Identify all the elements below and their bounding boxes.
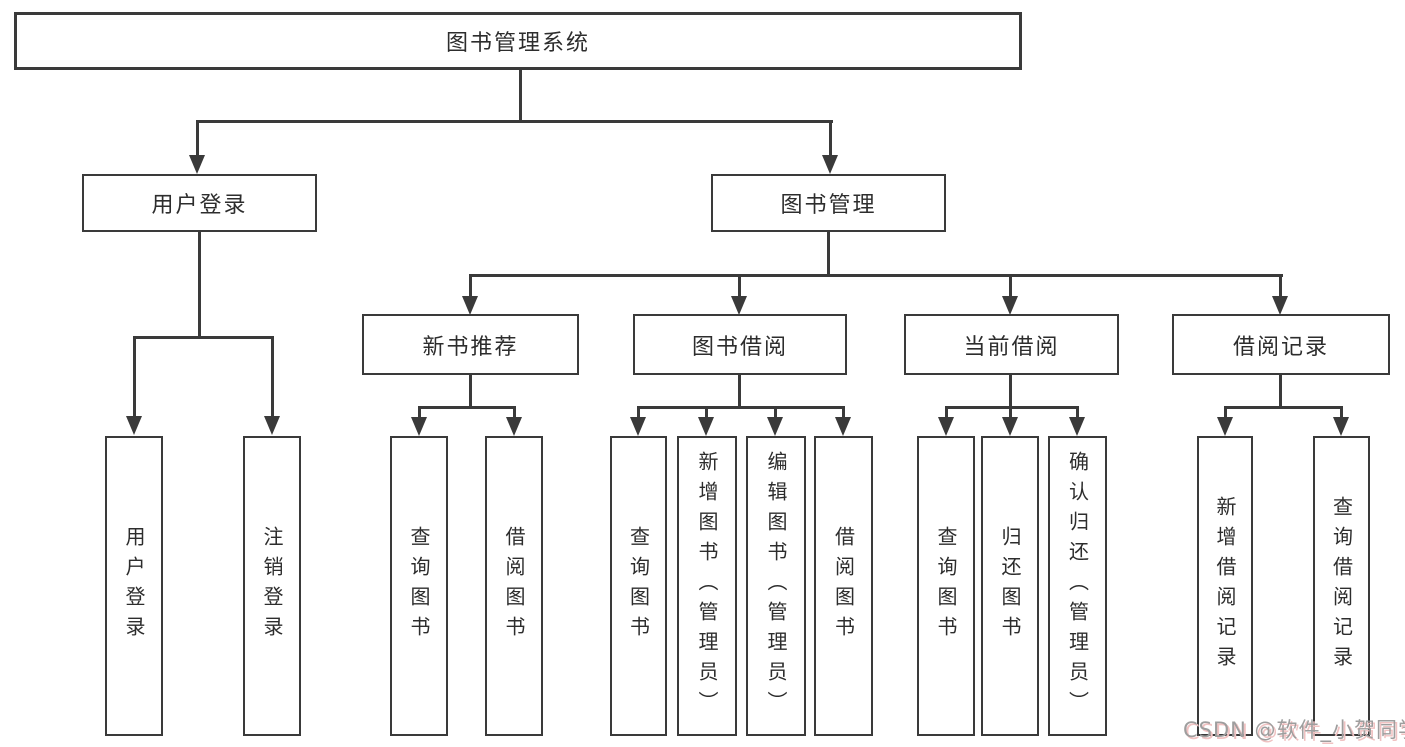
connector-borrow-stub — [738, 375, 741, 406]
arrow-down-icon — [1069, 417, 1085, 436]
connector-borrow-bar — [637, 406, 845, 409]
leaf-query-borrow-record: 查询借阅记录 — [1313, 436, 1370, 736]
connector-recommend-stem-2 — [513, 406, 516, 418]
arrow-down-icon — [126, 416, 142, 435]
node-borrow-records: 借阅记录 — [1172, 314, 1390, 375]
leaf-borrow-query-books-label: 查询图书 — [626, 526, 651, 646]
leaf-add-books-admin: 新增图书（管理员） — [677, 436, 737, 736]
connector-mgmt-stem-1 — [469, 274, 472, 298]
arrow-down-icon — [411, 417, 427, 436]
node-book-borrow-label: 图书借阅 — [691, 334, 788, 360]
arrow-down-icon — [731, 296, 747, 315]
leaf-borrow-books-label: 借阅图书 — [831, 526, 856, 646]
arrow-down-icon — [938, 417, 954, 436]
connector-root-stub — [519, 70, 522, 120]
leaf-logout: 注销登录 — [243, 436, 301, 736]
connector-root-right-stem — [829, 120, 832, 155]
node-current-borrow-label: 当前借阅 — [963, 334, 1060, 360]
leaf-recommend-query-books: 查询图书 — [390, 436, 448, 736]
leaf-recommend-borrow-books: 借阅图书 — [485, 436, 543, 736]
csdn-watermark: CSDN @软件_小贺同学 — [1183, 718, 1405, 742]
connector-mgmt-bar — [469, 274, 1283, 277]
connector-current-stem-3 — [1076, 406, 1079, 418]
connector-recommend-stem-1 — [418, 406, 421, 418]
connector-borrow-stem-1 — [637, 406, 640, 418]
connector-login-stem-1 — [133, 336, 136, 416]
connector-current-stem-2 — [1009, 406, 1012, 418]
arrow-down-icon — [630, 417, 646, 436]
connector-login-stem-2 — [271, 336, 274, 416]
node-new-book-recommend: 新书推荐 — [362, 314, 579, 375]
arrow-down-icon — [264, 416, 280, 435]
node-borrow-records-label: 借阅记录 — [1232, 334, 1329, 360]
connector-current-bar — [945, 406, 1079, 409]
node-book-borrow: 图书借阅 — [633, 314, 847, 375]
arrow-down-icon — [1217, 417, 1233, 436]
connector-current-stub — [1009, 375, 1012, 406]
leaf-return-books: 归还图书 — [981, 436, 1039, 736]
leaf-recommend-query-books-label: 查询图书 — [407, 526, 431, 646]
leaf-current-query-books: 查询图书 — [917, 436, 975, 736]
connector-records-stem-2 — [1340, 406, 1343, 418]
node-user-login-label: 用户登录 — [151, 193, 248, 218]
arrow-down-icon — [1272, 296, 1288, 315]
connector-mgmt-stub — [827, 232, 830, 274]
arrow-down-icon — [822, 155, 838, 174]
connector-records-stub — [1279, 375, 1282, 406]
arrow-down-icon — [767, 417, 783, 436]
connector-recommend-bar — [418, 406, 516, 409]
leaf-logout-label: 注销登录 — [260, 526, 284, 646]
arrow-down-icon — [1002, 296, 1018, 315]
connector-borrow-stem-3 — [774, 406, 777, 418]
leaf-recommend-borrow-books-label: 借阅图书 — [502, 526, 526, 646]
connector-mgmt-stem-4 — [1279, 274, 1282, 298]
leaf-borrow-query-books: 查询图书 — [610, 436, 667, 736]
connector-recommend-stub — [469, 375, 472, 406]
leaf-confirm-return-admin: 确认归还（管理员） — [1048, 436, 1107, 736]
connector-mgmt-stem-2 — [738, 274, 741, 298]
connector-mgmt-stem-3 — [1009, 274, 1012, 298]
leaf-add-borrow-record-label: 新增借阅记录 — [1213, 496, 1237, 676]
connector-current-stem-1 — [945, 406, 948, 418]
node-book-management-label: 图书管理 — [780, 193, 877, 218]
connector-root-left-stem — [196, 120, 199, 155]
leaf-add-books-admin-label: 新增图书（管理员） — [695, 451, 719, 721]
arrow-down-icon — [506, 417, 522, 436]
connector-borrow-stem-2 — [705, 406, 708, 418]
leaf-user-login-label: 用户登录 — [122, 526, 146, 646]
node-library-system-label: 图书管理系统 — [445, 31, 590, 56]
leaf-edit-books-admin: 编辑图书（管理员） — [746, 436, 806, 736]
leaf-return-books-label: 归还图书 — [998, 526, 1022, 646]
leaf-add-borrow-record: 新增借阅记录 — [1197, 436, 1253, 736]
leaf-user-login: 用户登录 — [105, 436, 163, 736]
arrow-down-icon — [698, 417, 714, 436]
node-user-login: 用户登录 — [82, 174, 317, 232]
connector-login-stub — [198, 232, 201, 336]
arrow-down-icon — [835, 417, 851, 436]
leaf-edit-books-admin-label: 编辑图书（管理员） — [764, 451, 788, 721]
arrow-down-icon — [1002, 417, 1018, 436]
arrow-down-icon — [189, 155, 205, 174]
leaf-current-query-books-label: 查询图书 — [934, 526, 958, 646]
node-book-management: 图书管理 — [711, 174, 946, 232]
arrow-down-icon — [462, 296, 478, 315]
connector-login-bar — [133, 336, 274, 339]
leaf-query-borrow-record-label: 查询借阅记录 — [1329, 496, 1354, 676]
node-library-system: 图书管理系统 — [14, 12, 1022, 70]
leaf-borrow-books: 借阅图书 — [814, 436, 873, 736]
connector-borrow-stem-4 — [842, 406, 845, 418]
node-new-book-recommend-label: 新书推荐 — [422, 334, 519, 360]
connector-records-stem-1 — [1224, 406, 1227, 418]
connector-records-bar — [1224, 406, 1343, 409]
arrow-down-icon — [1333, 417, 1349, 436]
connector-root-bar — [196, 120, 833, 123]
node-current-borrow: 当前借阅 — [904, 314, 1119, 375]
leaf-confirm-return-admin-label: 确认归还（管理员） — [1065, 451, 1090, 721]
